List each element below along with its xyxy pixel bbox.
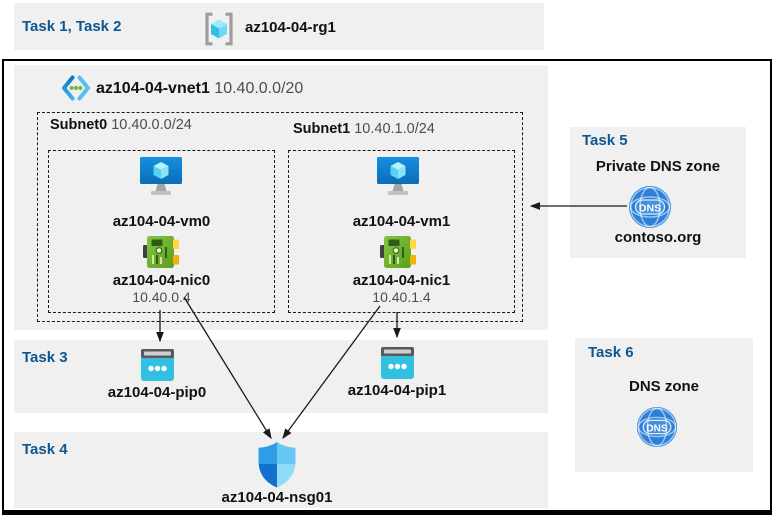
vm-icon xyxy=(376,156,420,198)
nic1-ip: 10.40.1.4 xyxy=(372,289,431,305)
pip1-label: az104-04-pip1 xyxy=(347,382,447,399)
subnet1-label: Subnet1 10.40.1.0/24 xyxy=(293,121,435,137)
vm-icon xyxy=(139,156,183,198)
virtual-network-icon xyxy=(61,73,91,103)
task12-band: Task 1, Task 2 az104-04-rg1 xyxy=(14,3,544,50)
nic0-ip: 10.40.0.4 xyxy=(132,289,191,305)
public-ip-icon xyxy=(381,347,414,379)
private-dns-zone-name: contoso.org xyxy=(614,229,702,246)
pip0-label: az104-04-pip0 xyxy=(107,384,207,401)
resource-group-icon xyxy=(203,12,235,46)
nic-icon xyxy=(380,236,416,268)
private-dns-zone-title: Private DNS zone xyxy=(595,158,721,175)
nic0-label: az104-04-nic0 xyxy=(112,272,211,289)
nic1-label: az104-04-nic1 xyxy=(352,272,451,289)
vm1-label: az104-04-vm1 xyxy=(352,213,451,230)
dns-icon: DNS xyxy=(628,185,672,229)
vnet-cidr: 10.40.0.0/20 xyxy=(214,80,304,97)
task6-label: Task 6 xyxy=(588,344,634,361)
dns-icon-text: DNS xyxy=(639,203,661,215)
nsg-label: az104-04-nsg01 xyxy=(221,489,333,506)
task12-label: Task 1, Task 2 xyxy=(22,18,122,35)
public-ip-icon xyxy=(141,349,174,381)
dns-icon-text: DNS xyxy=(646,423,667,434)
subnet1-box xyxy=(288,150,515,313)
nic-icon xyxy=(143,236,179,268)
task5-label: Task 5 xyxy=(582,132,628,149)
task6-box xyxy=(575,338,753,472)
vnet-container xyxy=(14,65,548,330)
subnet0-label: Subnet0 10.40.0.0/24 xyxy=(50,117,192,133)
task3-label: Task 3 xyxy=(22,349,68,366)
subnet0-box xyxy=(48,150,275,313)
dns-icon: DNS xyxy=(636,406,678,448)
nsg-icon xyxy=(258,442,296,488)
vnet-title: az104-04-vnet1 10.40.0.0/20 xyxy=(96,80,303,98)
task3-band xyxy=(14,340,548,413)
task4-label: Task 4 xyxy=(22,441,68,458)
dns-zone-title: DNS zone xyxy=(628,378,699,395)
vnet-name: az104-04-vnet1 xyxy=(96,80,210,97)
vm0-label: az104-04-vm0 xyxy=(112,213,211,230)
resource-group-name: az104-04-rg1 xyxy=(245,19,336,36)
subnets-wrapper xyxy=(37,112,523,322)
